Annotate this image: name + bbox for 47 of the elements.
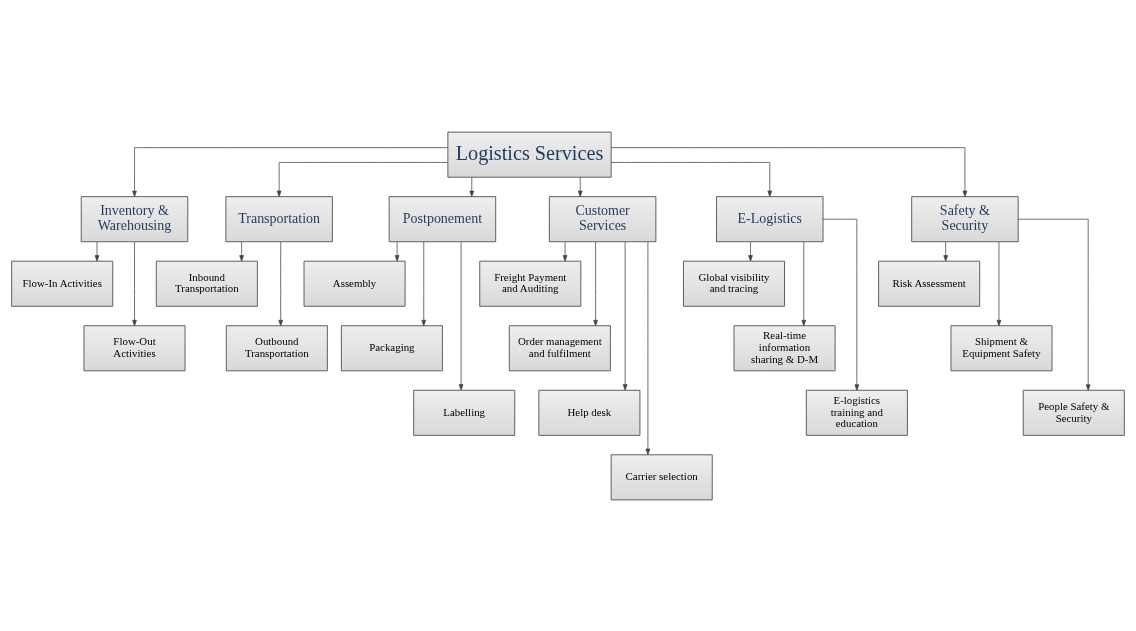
node-box: Labelling [413,389,516,436]
arrow [394,240,400,261]
node-box: Logistics Services [447,131,612,178]
node-box: Safety & Security [911,195,1019,242]
node-box: Order management and fulfilment [508,324,611,371]
arrow [562,240,568,261]
node-box: Inventory & Warehousing [80,195,189,242]
node-box: E-logistics training and education [805,389,908,436]
node-box: Customer Services [548,195,657,242]
arrow [421,241,427,326]
arrow [748,240,753,261]
arrow [132,241,137,326]
arrow [276,161,448,197]
node-box: Assembly [303,260,406,307]
arrow [996,241,1002,326]
node-box: Flow-In Activities [11,260,114,307]
arrow [822,218,860,391]
arrow [1017,218,1091,391]
node-box: Packaging [340,324,443,371]
node-box: Transportation [225,195,333,242]
arrow [622,240,628,390]
node-box: Freight Payment and Auditing [479,260,582,307]
node-box: E-Logistics [716,195,824,242]
node-box: Shipment & Equipment Safety [950,324,1053,371]
arrow [132,146,449,197]
node-box: Outbound Transportation [225,324,328,371]
node-box: Postponement [388,195,497,242]
arrow [458,240,464,390]
node-box: Risk Assessment [878,260,981,307]
node-box: Global visibility and tracing [683,260,785,307]
arrow [801,241,807,326]
arrow [278,241,283,326]
arrow [94,240,100,261]
arrow [943,240,948,261]
arrow [593,241,598,326]
node-box: People Safety & Security [1022,389,1125,436]
node-box: Help desk [538,389,641,436]
arrow [469,176,475,197]
node-box: Inbound Transportation [155,260,258,307]
arrow [239,240,244,261]
arrow [610,146,968,197]
arrow [577,176,583,197]
arrow [645,241,651,455]
node-box: Carrier selection [610,453,713,500]
node-box: Real-time information sharing & D-M [733,324,836,371]
node-box: Flow-Out Activities [83,324,186,371]
arrow [610,161,773,197]
